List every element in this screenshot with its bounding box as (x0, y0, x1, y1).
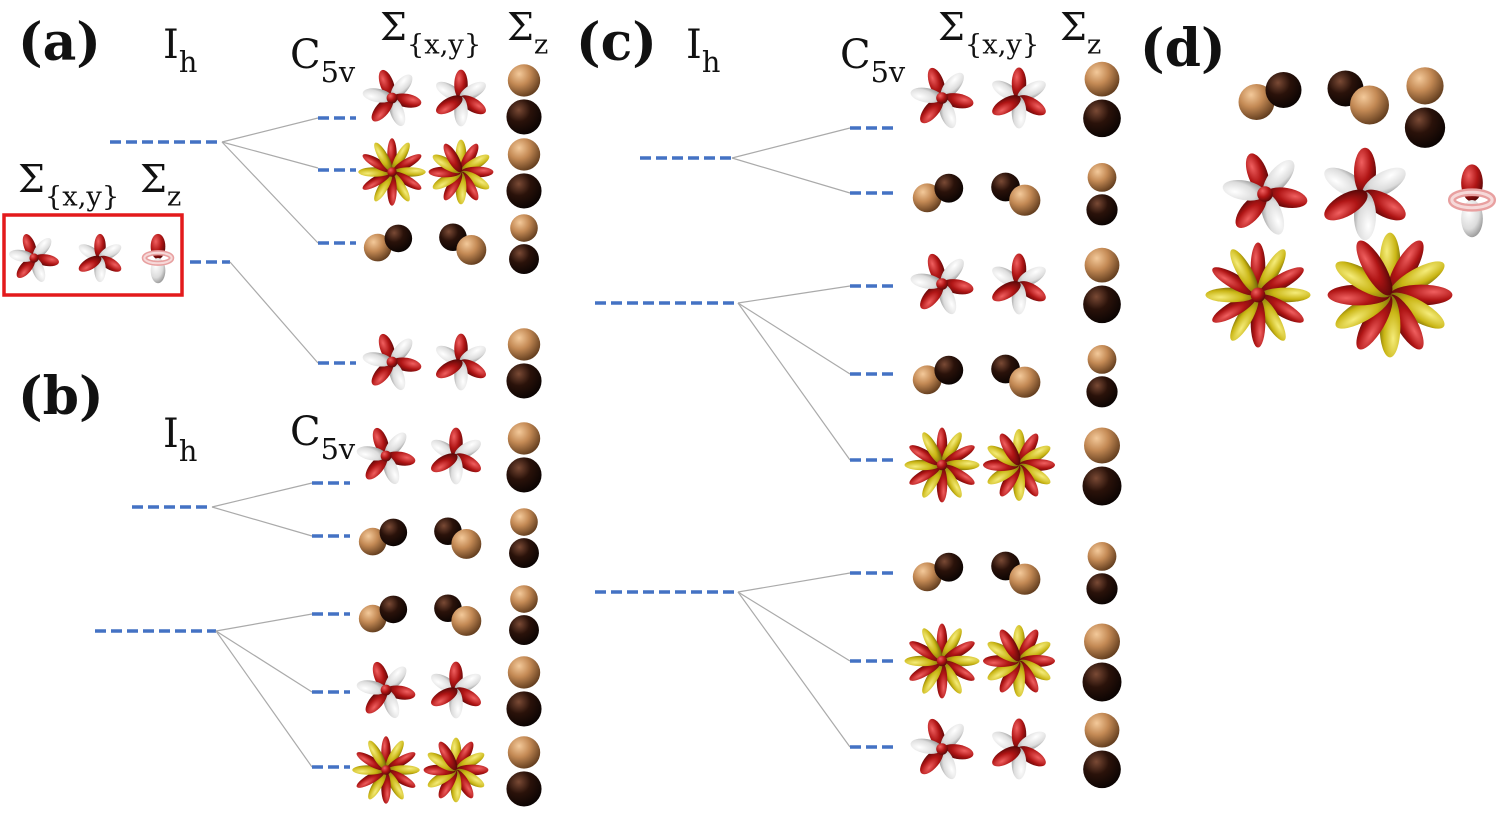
panel-c-row-orbital-g-1 (904, 427, 980, 503)
panel-c-connector (737, 302, 851, 461)
panel-a-col-sigma-z: Σz (507, 5, 548, 60)
panel-d-orbital-g-2 (1327, 232, 1453, 358)
panel-c-row-orbital-g-2 (983, 625, 1055, 697)
panel-a-group-ih: Ih (163, 22, 197, 79)
panel-c-col-sigma-xy: Σ{x,y} (938, 5, 1039, 60)
panel-label-a: (a) (18, 12, 101, 73)
panel-c-connector (731, 127, 851, 159)
panel-a-row-orbital-g-1 (358, 138, 426, 206)
panel-b-row-orbital-pz (509, 508, 539, 569)
panel-d-orbital-g-1 (1205, 242, 1311, 348)
inset-orbital-z (144, 234, 171, 283)
panel-a-subgroup-c5v: C5v (290, 32, 356, 89)
highlight-box (2, 213, 184, 297)
panel-a-row-orbital-pz (506, 64, 542, 135)
panel-c-connector (737, 591, 851, 748)
panel-a-row-orbital-pxy-1 (363, 224, 413, 262)
panel-c-row-orbital-f-1 (909, 251, 975, 317)
panel-c-row-orbital-pz (1083, 247, 1121, 324)
inset-col-sigma-xy: Σ{x,y} (18, 157, 119, 212)
panel-c-row-orbital-f-1 (909, 65, 975, 131)
panel-b-subgroup-c5v: C5v (290, 409, 356, 466)
panel-c-row-orbital-pxy-2 (991, 551, 1041, 595)
panel-a-connector (221, 141, 319, 244)
panel-a-row-orbital-pz (506, 328, 542, 399)
panel-a-row-orbital-pxy-2 (439, 223, 487, 265)
panel-c-connector (737, 302, 851, 375)
panel-b-row-orbital-pz (509, 585, 539, 646)
panel-c-row-orbital-pz (1086, 345, 1118, 408)
panel-c-row-orbital-pz (1082, 427, 1122, 506)
panel-d-orbital-f-2 (1319, 147, 1411, 241)
panel-d-orbital-pz (1404, 67, 1446, 148)
panel-b-row-orbital-f-2 (428, 427, 484, 485)
inset-col-sigma-z: Σz (140, 157, 181, 212)
panel-label-d: (d) (1140, 18, 1226, 79)
panel-b-row-orbital-pz (506, 736, 542, 807)
panel-b-group-ih: Ih (163, 411, 197, 468)
panel-c-row-orbital-pz (1086, 163, 1118, 226)
panel-d-orbital-p-2 (1327, 70, 1389, 125)
panel-b-row-orbital-pxy-1 (358, 595, 408, 633)
panel-c-connector (737, 572, 851, 593)
panel-label-b: (b) (18, 366, 104, 427)
panel-a-col-sigma-xy: Σ{x,y} (380, 5, 481, 60)
panel-b-row-orbital-f-1 (355, 659, 417, 721)
panel-b-row-orbital-pxy-2 (434, 594, 482, 636)
panel-a-connector (221, 117, 319, 143)
panel-a-row-orbital-f-2 (433, 333, 489, 391)
panel-a-row-orbital-f-1 (361, 67, 423, 129)
panel-c-row-orbital-pz (1086, 542, 1118, 605)
panel-a-row-orbital-f-2 (433, 69, 489, 127)
panel-a-row-orbital-pz (509, 214, 539, 275)
panel-b-row-orbital-pxy-1 (358, 518, 408, 556)
panel-c-row-orbital-pxy-2 (991, 172, 1041, 216)
panel-b-connector (215, 630, 313, 768)
panel-c-row-orbital-pxy-1 (912, 355, 964, 395)
panel-c-col-sigma-z: Σz (1060, 5, 1101, 60)
panel-b-connector (211, 482, 313, 508)
panel-c-connector (737, 285, 851, 304)
panel-c-connector (731, 157, 851, 194)
panel-a-row-orbital-pz (506, 138, 542, 209)
panel-c-row-orbital-g-1 (904, 623, 980, 699)
panel-b-row-orbital-pz (506, 422, 542, 493)
inset-orbital-f-xy-2 (76, 233, 124, 283)
panel-b-row-orbital-f-2 (428, 661, 484, 719)
panel-b-row-orbital-pxy-2 (434, 517, 482, 559)
panel-c-connector (737, 591, 851, 662)
panel-c-subgroup-c5v: C5v (840, 32, 906, 89)
inset-orbital-f-xy-1 (8, 232, 60, 284)
panel-b-connector (215, 613, 313, 632)
panel-b-connector (215, 630, 313, 693)
panel-c-group-ih: Ih (686, 22, 720, 79)
panel-c-row-orbital-pxy-1 (912, 173, 964, 213)
panel-d-orbital-p-1 (1238, 72, 1302, 120)
panel-d-orbital-f-1 (1221, 150, 1309, 238)
panel-c-row-orbital-f-1 (909, 716, 975, 782)
panel-c-row-orbital-g-2 (983, 429, 1055, 501)
panel-label-c: (c) (576, 12, 657, 73)
panel-a-row-orbital-f-1 (361, 331, 423, 393)
panel-a-connector (229, 261, 319, 364)
panel-c-row-orbital-pz (1082, 623, 1122, 702)
panel-a-row-orbital-g-2 (428, 139, 494, 205)
panel-b-row-orbital-g-1 (352, 736, 420, 804)
panel-b-connector (211, 506, 313, 537)
panel-b-row-orbital-f-1 (355, 425, 417, 487)
panel-c-row-orbital-pz (1083, 61, 1121, 138)
panel-b-row-orbital-pz (506, 656, 542, 727)
panel-c-row-orbital-f-2 (989, 718, 1049, 780)
panel-c-row-orbital-f-2 (989, 67, 1049, 129)
panel-c-row-orbital-f-2 (989, 253, 1049, 315)
panel-a-connector (221, 141, 319, 169)
panel-c-row-orbital-pxy-1 (912, 552, 964, 592)
panel-d-orbital-z (1452, 164, 1492, 237)
panel-c-row-orbital-pz (1083, 712, 1121, 789)
panel-b-row-orbital-g-2 (423, 737, 489, 803)
panel-c-row-orbital-pxy-2 (991, 354, 1041, 398)
